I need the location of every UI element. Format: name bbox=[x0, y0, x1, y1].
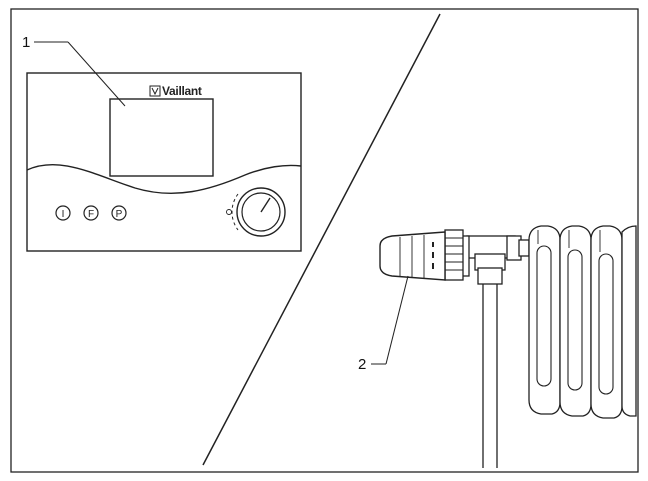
button-f-icon bbox=[83, 205, 99, 221]
button-i[interactable]: I bbox=[55, 205, 71, 221]
room-controller: Vaillant I F P bbox=[26, 72, 302, 252]
button-p-label: P bbox=[116, 209, 123, 220]
pipe-vertical bbox=[482, 282, 498, 468]
figure-frame bbox=[10, 8, 639, 473]
brand-logo: Vaillant bbox=[149, 84, 202, 98]
thermostatic-valve-head-icon[interactable] bbox=[379, 229, 464, 281]
callout-1-label: 1 bbox=[22, 34, 30, 51]
radiator-assembly bbox=[379, 225, 637, 468]
button-i-label: I bbox=[62, 209, 65, 220]
button-p-icon bbox=[111, 205, 127, 221]
diagonal-divider bbox=[202, 13, 441, 466]
valve-body bbox=[458, 235, 530, 285]
button-f-label: F bbox=[88, 209, 94, 220]
brand-logo-icon bbox=[149, 85, 161, 97]
button-i-icon bbox=[55, 205, 71, 221]
radiator-icon bbox=[528, 225, 637, 419]
control-panel-wave bbox=[26, 163, 302, 194]
callout-2-label: 2 bbox=[358, 356, 366, 373]
callout-1: 1 bbox=[22, 34, 126, 107]
button-f[interactable]: F bbox=[83, 205, 99, 221]
lcd-display-icon bbox=[109, 98, 214, 177]
button-p[interactable]: P bbox=[111, 205, 127, 221]
rotary-knob-icon[interactable] bbox=[226, 187, 286, 237]
callout-2: 2 bbox=[358, 275, 409, 373]
brand-name: Vaillant bbox=[162, 84, 202, 98]
